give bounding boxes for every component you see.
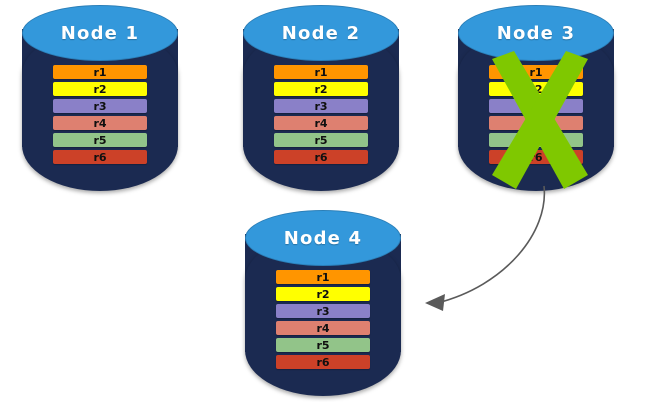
node-2-row-r3[interactable]: r3: [274, 99, 368, 113]
node-4-row-r4[interactable]: r4: [276, 321, 370, 335]
node-1-label: Node 1: [60, 22, 140, 44]
connector-path: [436, 185, 546, 304]
node-1-row-r6[interactable]: r6: [53, 150, 147, 164]
node-4-row-r3[interactable]: r3: [276, 304, 370, 318]
node-1-row-r1[interactable]: r1: [53, 65, 147, 79]
node-2-row-r6[interactable]: r6: [274, 150, 368, 164]
node-2-row-r4[interactable]: r4: [274, 116, 368, 130]
node-4-row-r2[interactable]: r2: [276, 287, 370, 301]
node-3-row-r5[interactable]: r5: [489, 133, 583, 147]
node-4-row-r6[interactable]: r6: [276, 355, 370, 369]
node-4[interactable]: Node 4 r1 r2 r3 r4 r5 r6: [245, 210, 401, 396]
node-4-row-r5[interactable]: r5: [276, 338, 370, 352]
node-3[interactable]: Node 3 r1 r2 r3 r4 r5 r6: [458, 5, 614, 191]
node-2-row-r5[interactable]: r5: [274, 133, 368, 147]
connector-arrowhead-icon: [425, 294, 445, 311]
node-3-row-r1[interactable]: r1: [489, 65, 583, 79]
node-1-rows: r1 r2 r3 r4 r5 r6: [53, 65, 147, 164]
node-3-row-r4[interactable]: r4: [489, 116, 583, 130]
node-2-label: Node 2: [281, 22, 361, 44]
node-1-row-r4[interactable]: r4: [53, 116, 147, 130]
node-3-row-r3[interactable]: r3: [489, 99, 583, 113]
node-2[interactable]: Node 2 r1 r2 r3 r4 r5 r6: [243, 5, 399, 191]
node-4-label: Node 4: [283, 227, 363, 249]
node-3-label: Node 3: [496, 22, 576, 44]
node-1[interactable]: Node 1 r1 r2 r3 r4 r5 r6: [22, 5, 178, 191]
node-4-rows: r1 r2 r3 r4 r5 r6: [276, 270, 370, 369]
node-4-cap: [245, 210, 401, 266]
node-3-row-r2[interactable]: r2: [489, 82, 583, 96]
node-4-row-r1[interactable]: r1: [276, 270, 370, 284]
node-3-rows: r1 r2 r3 r4 r5 r6: [489, 65, 583, 164]
node-2-cap: [243, 5, 399, 61]
node-1-row-r2[interactable]: r2: [53, 82, 147, 96]
node-2-rows: r1 r2 r3 r4 r5 r6: [274, 65, 368, 164]
node-3-row-r6[interactable]: r6: [489, 150, 583, 164]
node-1-cap: [22, 5, 178, 61]
node-2-row-r2[interactable]: r2: [274, 82, 368, 96]
node-1-row-r5[interactable]: r5: [53, 133, 147, 147]
node-1-row-r3[interactable]: r3: [53, 99, 147, 113]
node-2-row-r1[interactable]: r1: [274, 65, 368, 79]
